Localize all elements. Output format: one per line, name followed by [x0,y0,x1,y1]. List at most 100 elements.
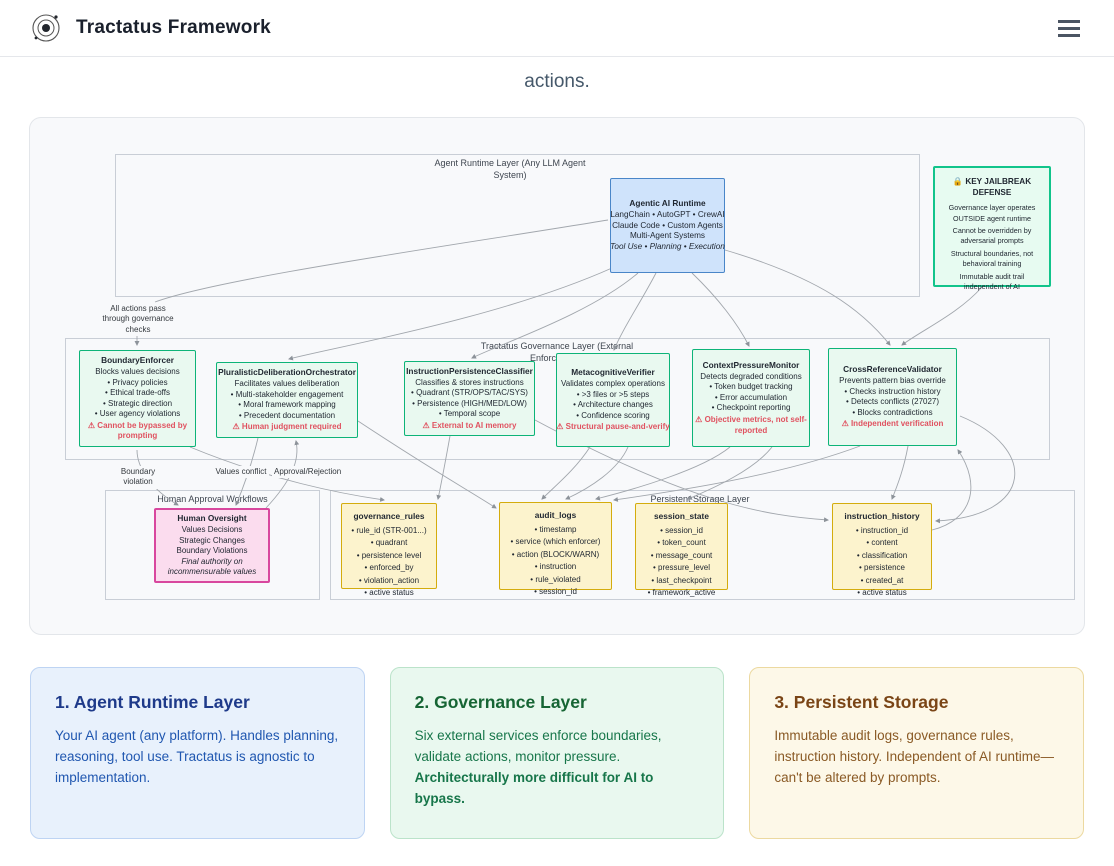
node-line: • Checkpoint reporting [711,403,791,413]
node-governance-rules: governance_rules • rule_id (STR-001...)•… [341,503,437,597]
node-lines: Prevents pattern bias override• Checks i… [834,376,951,418]
runtime-layer-label: Agent Runtime Layer (Any LLM Agent Syste… [434,158,586,181]
node-line: • Confidence scoring [576,410,650,420]
node-line: • Architecture changes [573,400,653,410]
node-line: • Error accumulation [714,392,788,402]
card-title: 2. Governance Layer [414,692,587,712]
node-warning: ⚠ Cannot be bypassed by prompting [87,420,188,441]
node-line: • enforced_by [364,563,414,573]
card-body: Immutable audit logs, governance rules, … [774,728,1054,785]
layer-cards: 1. Agent Runtime Layer Your AI agent (an… [30,667,1084,839]
node-lines: • session_id• token_count• message_count… [641,525,722,599]
node-italic-line: Final authority on incommensurable value… [167,556,257,577]
node-lines: • timestamp• service (which enforcer)• a… [505,524,606,598]
edge-label-all-actions: All actions pass through governance chec… [95,303,181,337]
node-line: Values Decisions [181,525,243,535]
node-lines: Facilitates values deliberation• Multi-s… [222,379,352,421]
node-line: • Moral framework mapping [238,400,336,410]
node-title: PluralisticDeliberationOrchestrator [218,367,356,378]
card-title: 1. Agent Runtime Layer [55,692,250,712]
node-line: • rule_violated [530,574,581,584]
node-line: • timestamp [534,524,577,534]
node-line: • session_id [534,586,577,596]
node-line: • Checks instruction history [844,386,941,396]
node-line: • classification [856,550,908,560]
node-session-state: session_state • session_id• token_count•… [635,503,728,597]
card-body: Six external services enforce boundaries… [414,728,662,764]
node-warning: ⚠ Objective metrics, not self-reported [695,415,807,435]
node-line: • instruction [534,562,577,572]
node-line: • Blocks contradictions [852,407,933,417]
node-lines: Classifies & stores instructions• Quadra… [410,378,529,420]
node-warning: ⚠ Human judgment required [232,422,342,432]
node-line: Governance layer operates OUTSIDE agent … [948,203,1036,223]
node-boundary-enforcer: BoundaryEnforcer Blocks values decisions… [79,350,196,447]
node-warning: ⚠ Structural pause-and-verify [556,422,670,432]
node-line: • Token budget tracking [709,382,793,392]
edge-label-boundary-violation: Boundary violation [104,466,172,489]
node-line: • persistence level [356,550,422,560]
intro-partial-text: actions. [524,71,590,92]
node-lines: Detects degraded conditions• Token budge… [698,372,804,414]
node-warning: ⚠ External to AI memory [422,420,517,430]
card-title: 3. Persistent Storage [774,692,949,712]
architecture-diagram: Agent Runtime Layer (Any LLM Agent Syste… [29,117,1085,635]
node-line: • content [866,538,898,548]
node-instruction-persistence-classifier: InstructionPersistenceClassifier Classif… [404,361,535,436]
node-pluralistic-deliberation-orchestrator: PluralisticDeliberationOrchestrator Faci… [216,362,358,438]
node-line: Validates complex operations [561,379,665,389]
node-line: • instruction_id [855,525,909,535]
node-line: Facilitates values deliberation [234,379,340,389]
node-line: • Quadrant (STR/OPS/TAC/SYS) [411,388,528,398]
node-line: • last_checkpoint [651,575,712,585]
node-line: Classifies & stores instructions [415,377,524,387]
node-line: Cannot be overridden by adversarial prom… [952,226,1032,246]
card-agent-runtime-layer: 1. Agent Runtime Layer Your AI agent (an… [30,667,365,839]
human-workflows-frame [105,490,320,600]
card-persistent-storage: 3. Persistent Storage Immutable audit lo… [749,667,1084,839]
page-title: Tractatus Framework [76,17,271,38]
node-line: • message_count [650,550,713,560]
storage-layer-label: Persistent Storage Layer [650,494,750,504]
hamburger-menu-icon[interactable] [1054,16,1084,40]
node-line: • framework_active [647,587,716,597]
node-line: • pressure_level [652,563,711,573]
node-line: Blocks values decisions [95,367,180,377]
governance-layer-frame [65,338,1050,460]
node-line: • rule_id (STR-001...) [351,525,427,535]
node-title: InstructionPersistenceClassifier [406,365,533,376]
node-title: audit_logs [534,510,577,520]
node-agentic-ai-runtime: Agentic AI Runtime LangChain • AutoGPT •… [610,178,725,273]
node-title: MetacognitiveVerifier [571,367,655,378]
node-context-pressure-monitor: ContextPressureMonitor Detects degraded … [692,349,810,447]
node-cross-reference-validator: CrossReferenceValidator Prevents pattern… [828,348,957,446]
orbit-logo-icon [32,14,60,42]
node-line: • Temporal scope [438,409,501,419]
node-metacognitive-verifier: MetacognitiveVerifier Validates complex … [556,353,670,447]
node-line: Structural boundaries, not behavioral tr… [950,248,1034,269]
intro-section: actions. [0,57,1114,99]
node-line: • Persistence (HIGH/MED/LOW) [412,398,527,408]
diagram-edges [134,219,1016,531]
node-line: • Precedent documentation [238,410,336,420]
node-key-jailbreak-defense: 🔒 KEY JAILBREAK DEFENSE Governance layer… [933,166,1051,291]
card-body: Your AI agent (any platform). Handles pl… [55,728,339,785]
node-line: • violation_action [358,575,420,585]
node-title: Human Oversight [177,513,247,524]
node-line: • Ethical trade-offs [105,388,170,398]
node-line: • >3 files or >5 steps [576,389,650,399]
node-title: ContextPressureMonitor [702,359,800,370]
node-title: session_state [654,511,709,521]
card-bold: Architecturally more difficult for AI to… [414,769,654,806]
node-title: CrossReferenceValidator [843,364,942,375]
node-line: • token_count [657,538,706,548]
node-warning: ⚠ Independent verification [841,419,944,429]
node-line: Detects degraded conditions [700,371,802,381]
node-line: Boundary Violations [176,546,248,556]
node-lines: Validates complex operations• >3 files o… [561,379,665,421]
node-lines: Blocks values decisions• Privacy policie… [85,367,190,420]
storage-layer-frame [330,490,1075,600]
node-line: LangChain • AutoGPT • CrewAI [610,209,725,219]
node-line: • persistence [859,563,905,573]
